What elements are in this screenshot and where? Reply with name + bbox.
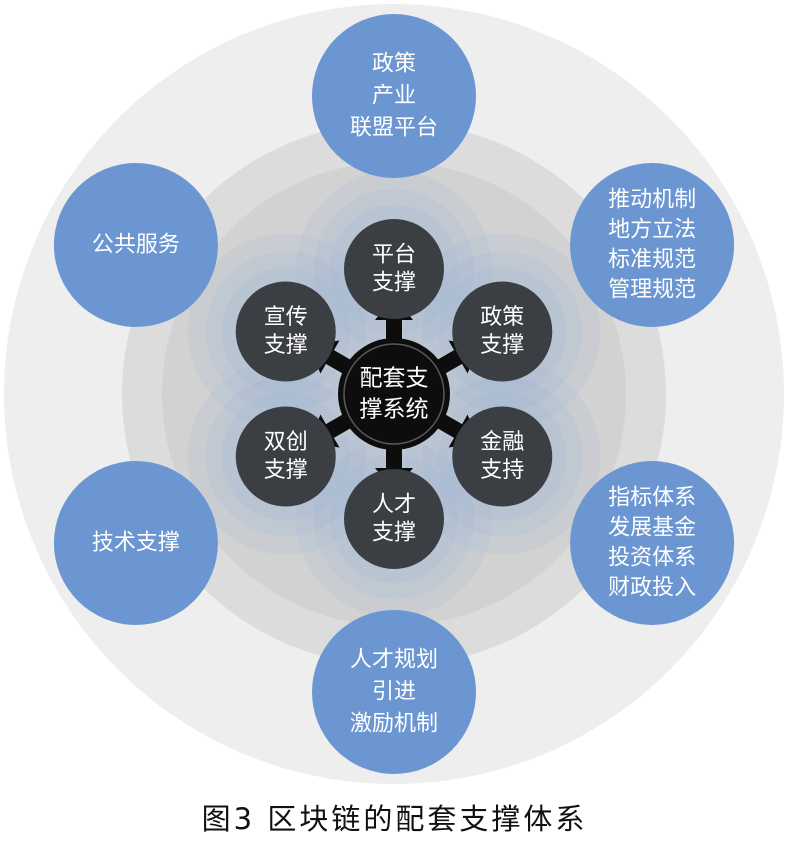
inner-node-circle (344, 219, 444, 319)
inner-node-label: 支撑 (264, 458, 308, 483)
outer-node-label: 产业 (372, 84, 416, 109)
inner-node-label: 政策 (480, 305, 524, 330)
inner-node-circle (344, 469, 444, 569)
outer-node-tech-support: 技术支撑 (53, 461, 218, 625)
center-inner-border (343, 343, 445, 445)
inner-node-label: 支撑 (372, 271, 416, 296)
outer-node-circle (312, 610, 476, 774)
outer-node-label: 政策 (372, 52, 416, 77)
inner-node-label: 支撑 (372, 521, 416, 546)
inner-node-label: 支持 (480, 458, 524, 483)
outer-node-label: 管理规范 (608, 278, 696, 303)
outer-node-circle (53, 163, 218, 327)
inner-node-label: 支撑 (264, 333, 308, 358)
center-circle (338, 338, 450, 450)
inner-node-circle (235, 406, 336, 507)
inner-node-circle (235, 281, 336, 382)
outer-node-label: 激励机制 (350, 712, 438, 737)
outer-node-label: 财政投入 (608, 576, 696, 601)
outer-node-label: 联盟平台 (350, 116, 438, 141)
inner-node-label: 支撑 (480, 333, 524, 358)
outer-node-circle (312, 14, 476, 178)
outer-node-label: 指标体系 (608, 486, 696, 511)
figure-caption: 图3 区块链的配套支撑体系 (201, 802, 588, 836)
inner-node-label: 双创 (264, 430, 308, 455)
inner-node-label: 宣传 (264, 305, 308, 330)
inner-node-circle (452, 406, 553, 507)
outer-node-circle (570, 461, 735, 625)
outer-node-label: 技术支撑 (92, 531, 180, 556)
outer-node-circle (53, 461, 218, 625)
outer-node-label: 公共服务 (92, 233, 180, 258)
inner-node-label: 平台 (372, 243, 416, 268)
outer-nodes: 政策产业联盟平台推动机制地方立法标准规范管理规范指标体系发展基金投资体系财政投入… (53, 14, 735, 774)
inner-node-circle (452, 281, 553, 382)
outer-node-circle (570, 163, 735, 327)
outer-node-public-service: 公共服务 (53, 163, 218, 327)
outer-node-label: 引进 (372, 680, 416, 705)
center-label: 配套支 (360, 366, 429, 392)
outer-node-label: 地方立法 (608, 218, 696, 243)
outer-node-label: 推动机制 (608, 188, 696, 213)
outer-node-label: 标准规范 (608, 248, 696, 273)
center-label: 撑系统 (360, 397, 429, 423)
outer-node-label: 发展基金 (608, 516, 696, 541)
inner-node-label: 人才 (372, 493, 416, 518)
outer-node-label: 投资体系 (608, 546, 696, 571)
inner-node-label: 金融 (480, 430, 524, 455)
outer-node-label: 人才规划 (350, 648, 438, 673)
